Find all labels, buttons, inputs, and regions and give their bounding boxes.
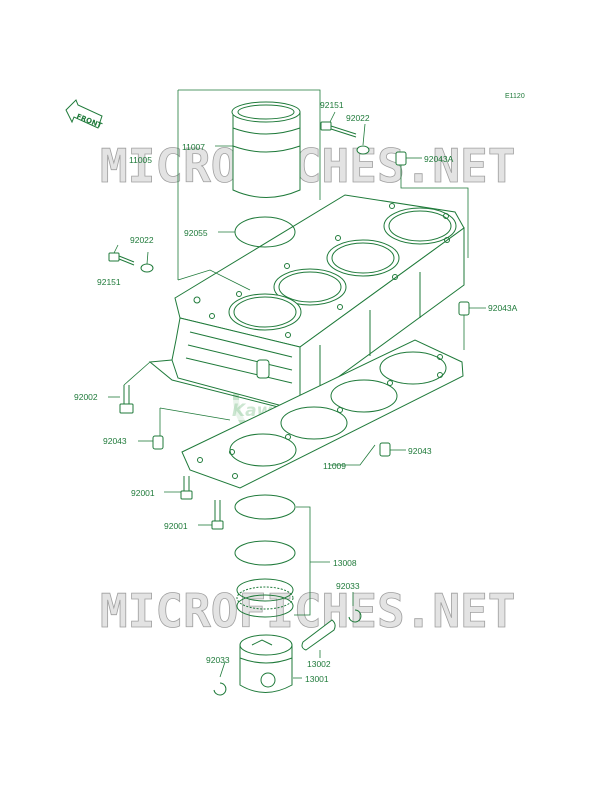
bolt-92151-left xyxy=(108,252,135,266)
label-92151-left: 92151 xyxy=(97,277,121,287)
watermark-top: MICROFICHES.NET xyxy=(100,139,515,193)
head-gasket xyxy=(181,339,464,489)
label-11005: 11005 xyxy=(129,155,152,165)
circlip-right xyxy=(348,609,362,623)
label-13001: 13001 xyxy=(305,674,329,684)
label-11007: 11007 xyxy=(182,142,205,152)
label-92033-right: 92033 xyxy=(336,581,360,591)
circlip-left xyxy=(213,682,227,696)
label-92043-left: 92043 xyxy=(103,436,127,446)
label-92043-right: 92043 xyxy=(408,446,432,456)
bolt-92001-a xyxy=(180,476,193,500)
label-92033-left: 92033 xyxy=(206,655,230,665)
label-92043A-right: 92043A xyxy=(488,303,518,313)
dowel-92043A-top xyxy=(395,151,407,166)
bolt-92002 xyxy=(119,385,134,414)
ref-code: E1120 xyxy=(505,93,525,100)
bolt-92151-top xyxy=(320,121,357,138)
label-92022-top: 92022 xyxy=(346,113,370,123)
dowel-92043A-right xyxy=(458,301,470,316)
dowel-92043-right xyxy=(379,442,391,457)
bolt-92001-b xyxy=(211,500,224,530)
watermark-bottom: MICROFICHES.NET xyxy=(100,584,515,638)
label-92022-left: 92022 xyxy=(130,235,154,245)
label-92055: 92055 xyxy=(184,228,208,238)
leader-lines xyxy=(108,89,486,679)
washer-92022-top xyxy=(356,145,370,155)
label-92001-b: 92001 xyxy=(164,521,188,531)
front-arrow-icon: FRONT xyxy=(65,99,103,130)
label-13008: 13008 xyxy=(333,558,357,568)
cylinder-sleeve xyxy=(231,101,301,198)
part-labels: 92151 92022 92043A 11007 11005 92055 920… xyxy=(74,100,518,684)
piston-rings xyxy=(234,494,296,618)
label-11009: 11009 xyxy=(323,461,346,471)
label-92001-a: 92001 xyxy=(131,488,155,498)
piston xyxy=(239,634,293,693)
cylinder-block xyxy=(148,194,465,411)
washer-92022-left xyxy=(140,263,154,273)
label-92151-top: 92151 xyxy=(320,100,344,110)
label-92043A-top: 92043A xyxy=(424,154,454,164)
label-13002: 13002 xyxy=(307,659,331,669)
label-92002: 92002 xyxy=(74,392,98,402)
piston-pin xyxy=(301,619,336,651)
dowel-92043-left xyxy=(152,435,164,450)
